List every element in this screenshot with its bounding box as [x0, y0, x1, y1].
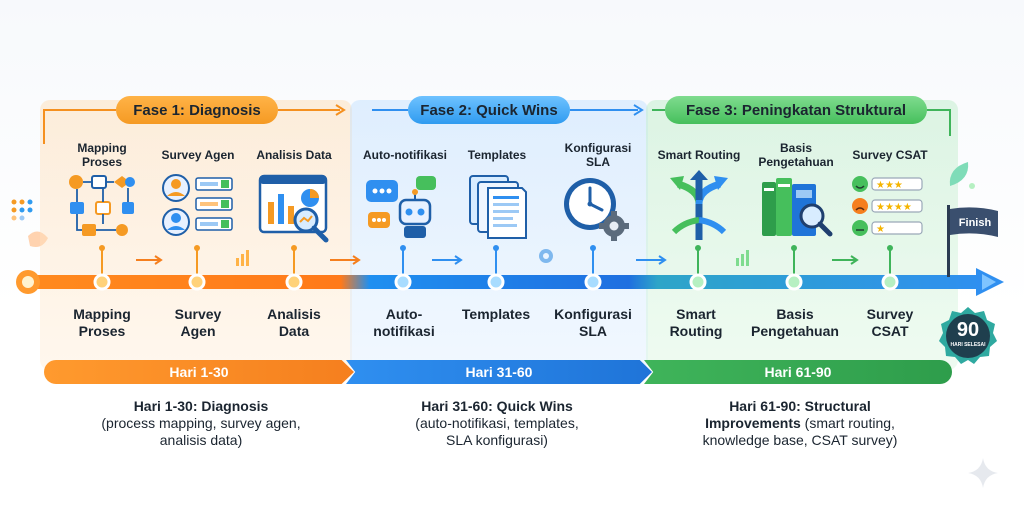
phase-1-pill: Fase 1: Diagnosis	[116, 96, 278, 124]
item-title-auto-notifikasi: Auto-notifikasi	[363, 148, 447, 162]
sparkle-icon	[968, 458, 998, 488]
process-map-icon	[69, 175, 135, 236]
documents-icon	[469, 175, 527, 239]
data-analysis-icon	[258, 174, 329, 243]
timeline-nodes	[93, 245, 899, 291]
item-title-mapping-proses: Mapping Proses	[77, 141, 127, 169]
summary-phase-1-text: (process mapping, survey agen, analisis …	[101, 415, 301, 448]
item-label-konfigurasi-sla: Konfigurasi SLA	[554, 306, 632, 339]
item-label-survey-csat: Survey CSAT	[866, 306, 914, 339]
phase-3-pill: Fase 3: Peningkatan Struktural	[665, 96, 927, 124]
chat-bot-icon	[366, 176, 436, 238]
books-search-icon	[762, 178, 833, 237]
day-bar-phase-1: Hari 1-30	[44, 360, 354, 384]
survey-agents-icon	[162, 174, 233, 236]
item-title-survey-csat: Survey CSAT	[852, 148, 928, 162]
item-label-analisis-data: Analisis Data	[267, 306, 321, 339]
clock-gear-icon	[564, 178, 629, 241]
summary-phase-3-title-2: Improvements	[705, 415, 801, 431]
badge-number: 90	[956, 319, 980, 341]
summary-phase-1: Hari 1-30: Diagnosis (process mapping, s…	[56, 398, 346, 449]
summary-phase-3-title: Hari 61-90: Structural	[729, 398, 871, 414]
decorative-dots-icon	[11, 199, 48, 247]
item-label-templates: Templates	[461, 306, 531, 322]
item-title-analisis-data: Analisis Data	[256, 148, 332, 162]
day-bar-phase-2: Hari 31-60	[346, 360, 652, 384]
svg-text:★★★: ★★★	[876, 180, 903, 191]
phase-2-pill: Fase 2: Quick Wins	[408, 96, 570, 124]
badge-shape-icon	[939, 307, 997, 364]
item-title-templates: Templates	[467, 148, 527, 162]
item-label-mapping-proses: Mapping Proses	[73, 306, 131, 339]
summary-phase-3: Hari 61-90: Structural Improvements (sma…	[650, 398, 950, 449]
day-bar-phase-3: Hari 61-90	[644, 360, 952, 384]
item-title-survey-agen: Survey Agen	[161, 148, 235, 162]
summary-phase-3-text-inline: (smart routing,	[800, 415, 895, 431]
summary-phase-1-title: Hari 1-30: Diagnosis	[133, 398, 269, 414]
item-title-smart-routing: Smart Routing	[657, 148, 741, 162]
finish-label: Finish	[958, 217, 992, 229]
flag-icon	[947, 205, 998, 277]
completion-badge: 90 HARI SELESAI	[937, 305, 999, 372]
item-label-auto-notifikasi: Auto- notifikasi	[373, 306, 435, 339]
item-title-konfigurasi-sla: Konfigurasi SLA	[564, 141, 632, 169]
finish-flag: Finish	[944, 205, 1004, 282]
summary-phase-2-title: Hari 31-60: Quick Wins	[421, 398, 573, 414]
phase-brackets	[43, 104, 951, 144]
svg-text:★: ★	[876, 224, 885, 235]
item-label-survey-agen: Survey Agen	[174, 306, 222, 339]
summary-phase-2-text: (auto-notifikasi, templates, SLA konfigu…	[415, 415, 579, 448]
summary-phase-2: Hari 31-60: Quick Wins (auto-notifikasi,…	[352, 398, 642, 449]
summary-phase-3-text: knowledge base, CSAT survey)	[702, 432, 898, 448]
item-label-basis-pengetahuan: Basis Pengetahuan	[751, 306, 839, 339]
leaf-decoration-icon	[949, 162, 975, 189]
item-title-basis-pengetahuan: Basis Pengetahuan	[758, 141, 834, 169]
routing-arrows-icon	[670, 170, 728, 240]
badge-caption: HARI SELESAI	[950, 342, 986, 348]
svg-text:★★★★: ★★★★	[876, 202, 912, 213]
csat-rating-icon: ★★★ ★★★★ ★	[852, 176, 923, 236]
item-label-smart-routing: Smart Routing	[669, 306, 723, 339]
